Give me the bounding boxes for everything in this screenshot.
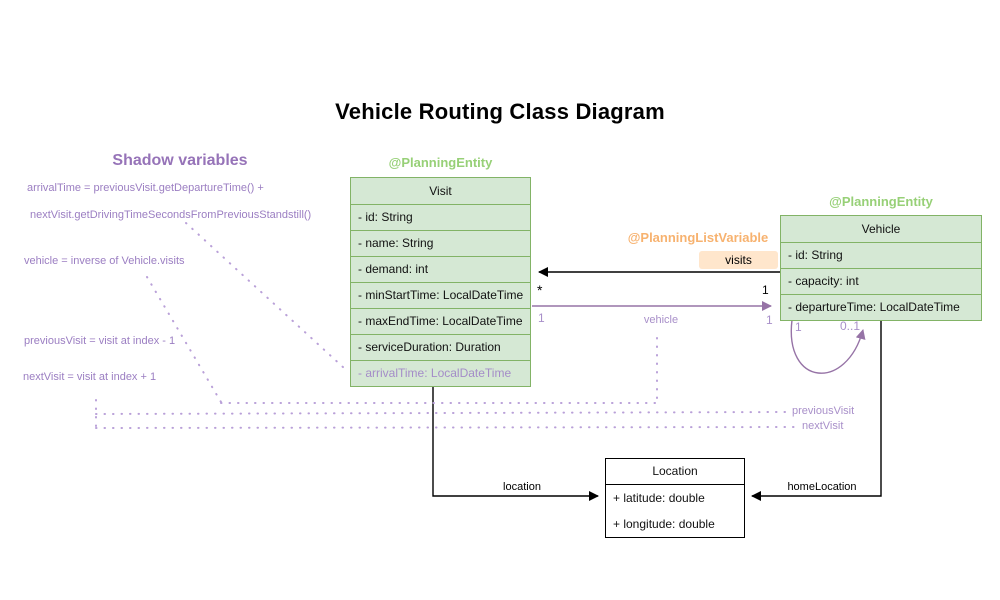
- vehicle-field-id: - id: String: [781, 242, 981, 268]
- visit-field-maxendtime: - maxEndTime: LocalDateTime: [351, 308, 530, 334]
- page-title: Vehicle Routing Class Diagram: [335, 99, 665, 124]
- shadow-link-previousvisit: [95, 411, 788, 415]
- visit-planning-entity-annotation: @PlanningEntity: [388, 155, 493, 170]
- location-relation-label: location: [503, 481, 541, 493]
- vehicle-visit-end-multiplicity: 1: [538, 311, 545, 325]
- previous-visit-relation-label: previousVisit: [792, 405, 855, 417]
- vehicle-class-node[interactable]: Vehicle - id: String - capacity: int - d…: [780, 215, 982, 321]
- visit-field-minstarttime: - minStartTime: LocalDateTime: [351, 282, 530, 308]
- vehicle-class-name: Vehicle: [861, 222, 901, 236]
- location-field-longitude: + longitude: double: [613, 517, 715, 531]
- visit-field-id: - id: String: [351, 204, 530, 230]
- visit-field-demand: - demand: int: [351, 256, 530, 282]
- location-class-name: Location: [606, 459, 744, 485]
- planning-list-variable-annotation: @PlanningListVariable: [627, 230, 769, 245]
- shadow-link-arrivaltime: [185, 222, 345, 369]
- shadow-note-arrivaltime-1: arrivalTime = previousVisit.getDeparture…: [27, 182, 264, 194]
- visits-relation-chip[interactable]: visits: [699, 251, 778, 269]
- vehicle-field-departuretime: - departureTime: LocalDateTime: [781, 294, 981, 320]
- shadow-note-arrivaltime-2: nextVisit.getDrivingTimeSecondsFromPrevi…: [30, 209, 312, 221]
- vehicle-vehicle-end-multiplicity: 1: [766, 313, 773, 327]
- visit-class-node[interactable]: Visit - id: String - name: String - dema…: [350, 177, 531, 387]
- shadow-note-vehicle: vehicle = inverse of Vehicle.visits: [24, 255, 185, 267]
- visit-field-serviceduration: - serviceDuration: Duration: [351, 334, 530, 360]
- selfloop-source-multiplicity: 1: [795, 320, 802, 334]
- visit-field-arrivaltime: - arrivalTime: LocalDateTime: [351, 360, 530, 386]
- visits-vehicle-end-multiplicity: 1: [762, 283, 769, 297]
- location-field-latitude: + latitude: double: [613, 491, 705, 505]
- home-location-relation-label: homeLocation: [787, 481, 857, 493]
- shadow-note-previousvisit: previousVisit = visit at index - 1: [24, 335, 176, 347]
- visits-visit-end-multiplicity: *: [537, 282, 543, 298]
- visit-class-name: Visit: [429, 184, 452, 198]
- vehicle-relation-label: vehicle: [643, 314, 679, 326]
- location-class-node[interactable]: Location + latitude: double + longitude:…: [605, 458, 745, 538]
- shadow-link-nextvisit: [95, 426, 799, 429]
- selfloop-target-multiplicity: 0..1: [840, 319, 861, 333]
- shadow-variables-heading: Shadow variables: [112, 152, 248, 169]
- vehicle-planning-entity-annotation: @PlanningEntity: [829, 194, 933, 209]
- next-visit-relation-label: nextVisit: [802, 420, 844, 432]
- vehicle-field-capacity: - capacity: int: [781, 268, 981, 294]
- visit-field-name: - name: String: [351, 230, 530, 256]
- location-arrow: [432, 385, 599, 501]
- shadow-note-nextvisit: nextVisit = visit at index + 1: [23, 371, 157, 383]
